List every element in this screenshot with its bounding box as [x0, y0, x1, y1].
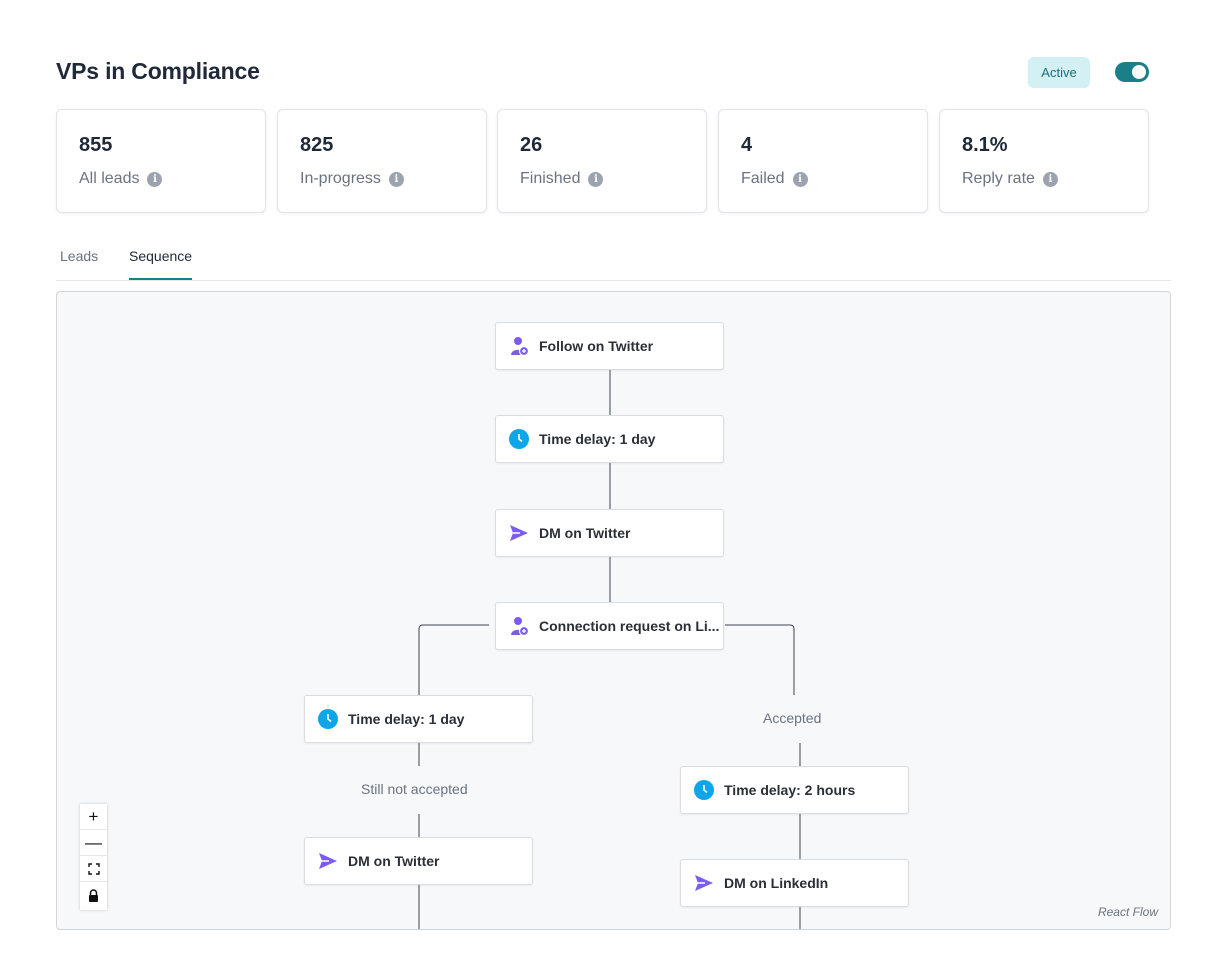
status-badge: Active	[1028, 57, 1090, 88]
node-label: DM on Twitter	[539, 525, 631, 541]
node-label: Connection request on Li...	[539, 618, 720, 634]
flow-node-dm-twitter[interactable]: DM on Twitter	[495, 509, 724, 557]
user-add-icon	[511, 617, 529, 636]
info-icon[interactable]: i	[588, 171, 604, 187]
send-icon	[510, 525, 528, 541]
send-icon	[319, 853, 337, 869]
node-label: DM on Twitter	[348, 853, 440, 869]
stat-value: 825	[300, 134, 334, 156]
flow-node-time-delay[interactable]: Time delay: 2 hours	[680, 766, 909, 814]
stat-value: 8.1%	[962, 134, 1008, 156]
info-icon[interactable]: i	[792, 171, 808, 187]
flow-node-time-delay[interactable]: Time delay: 1 day	[304, 695, 533, 743]
tab-leads[interactable]: Leads	[60, 248, 99, 264]
react-flow-attribution[interactable]: React Flow	[1097, 905, 1158, 919]
stat-label: Reply rate	[962, 170, 1035, 187]
lock-icon	[89, 888, 98, 902]
stat-label: Finished	[520, 170, 581, 187]
edge	[418, 624, 489, 695]
info-icon[interactable]: i	[1042, 171, 1058, 187]
active-toggle[interactable]	[1115, 62, 1149, 82]
node-label: DM on LinkedIn	[724, 875, 829, 891]
stat-value: 855	[79, 134, 113, 156]
zoom-out-button[interactable]: —	[80, 830, 107, 856]
info-icon[interactable]: i	[147, 171, 163, 187]
user-add-icon	[511, 337, 529, 356]
stat-value: 26	[520, 134, 543, 156]
info-icon[interactable]: i	[388, 171, 404, 187]
page-title: VPs in Compliance	[56, 58, 260, 84]
node-label: Time delay: 2 hours	[724, 782, 856, 798]
stat-label: In-progress	[300, 170, 381, 187]
stat-card-reply-rate: 8.1% Reply rate i	[939, 109, 1149, 213]
stat-value: 4	[741, 134, 753, 156]
flow-node-dm-linkedin[interactable]: DM on LinkedIn	[680, 859, 909, 907]
tab-bar: Leads Sequence	[56, 240, 1171, 281]
edge-label: Accepted	[759, 708, 826, 728]
node-label: Follow on Twitter	[539, 338, 654, 354]
flow-node-connection-request[interactable]: Connection request on Li...	[495, 602, 724, 650]
zoom-in-button[interactable]: +	[80, 804, 107, 830]
stat-label: Failed	[741, 170, 785, 187]
send-icon	[695, 875, 713, 891]
edge	[725, 624, 795, 695]
flow-canvas[interactable]: Follow on Twitter Time delay: 1 day DM o…	[56, 291, 1171, 930]
toggle-knob	[1132, 65, 1146, 79]
stat-card-all-leads: 855 All leads i	[56, 109, 266, 213]
clock-icon	[509, 429, 529, 449]
clock-icon	[694, 780, 714, 800]
edge-label: Still not accepted	[357, 779, 472, 799]
clock-icon	[318, 709, 338, 729]
flow-controls: + —	[80, 804, 107, 910]
stat-label: All leads	[79, 170, 140, 187]
node-label: Time delay: 1 day	[539, 431, 656, 447]
fit-view-icon	[87, 862, 100, 875]
flow-node-follow-twitter[interactable]: Follow on Twitter	[495, 322, 724, 370]
fit-view-button[interactable]	[80, 856, 107, 882]
tab-sequence[interactable]: Sequence	[129, 248, 193, 280]
lock-button[interactable]	[80, 882, 107, 908]
node-label: Time delay: 1 day	[348, 711, 465, 727]
stat-card-finished: 26 Finished i	[497, 109, 707, 213]
flow-node-dm-twitter[interactable]: DM on Twitter	[304, 837, 533, 885]
flow-node-time-delay[interactable]: Time delay: 1 day	[495, 415, 724, 463]
stat-card-in-progress: 825 In-progress i	[277, 109, 487, 213]
flow-edges	[418, 370, 801, 929]
